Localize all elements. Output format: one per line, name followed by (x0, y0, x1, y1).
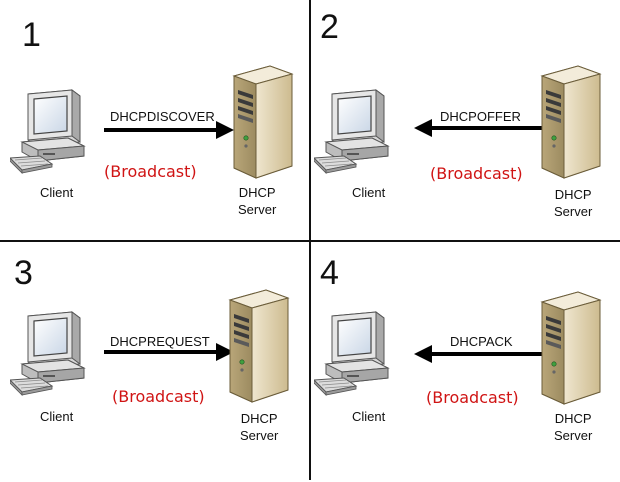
step-number: 2 (320, 8, 339, 46)
client-computer-icon (10, 308, 90, 398)
server-label-line1: DHCP (238, 185, 276, 200)
message-label: DHCPOFFER (440, 109, 521, 124)
client-computer-icon (10, 86, 90, 176)
server-label-line2: Server (554, 428, 593, 443)
broadcast-label: (Broadcast) (426, 388, 519, 407)
step-number: 4 (320, 254, 339, 292)
client-label: Client (40, 409, 74, 424)
client-computer-icon (314, 308, 394, 398)
server-label-line2: Server (240, 428, 279, 443)
client-label: Client (352, 409, 386, 424)
arrow-left-icon (414, 345, 544, 363)
server-label: DHCP Server (240, 410, 278, 444)
client-label: Client (352, 185, 386, 200)
server-label: DHCP Server (238, 184, 276, 218)
server-label-line1: DHCP (240, 411, 278, 426)
server-icon (226, 62, 296, 182)
message-label: DHCPDISCOVER (110, 109, 215, 124)
server-label: DHCP Server (554, 410, 592, 444)
server-icon (534, 62, 604, 182)
server-label-line2: Server (554, 204, 593, 219)
message-label: DHCPACK (450, 334, 513, 349)
arrow-right-icon (104, 121, 234, 139)
step-1-panel: 1 Client DHCPDISCOVER (Broadcast) DHCP S… (0, 0, 310, 240)
client-label: Client (40, 185, 74, 200)
client-computer-icon (314, 86, 394, 176)
step-number: 3 (14, 254, 33, 292)
step-2-panel: 2 Client DHCPOFFER (Broadcast) DHCP Serv… (310, 0, 620, 240)
server-icon (222, 286, 292, 406)
server-label: DHCP Server (554, 186, 592, 220)
step-3-panel: 3 Client DHCPREQUEST (Broadcast) DHCP Se… (0, 242, 310, 482)
broadcast-label: (Broadcast) (104, 162, 197, 181)
horizontal-divider (0, 240, 620, 242)
server-label-line2: Server (238, 202, 277, 217)
broadcast-label: (Broadcast) (430, 164, 523, 183)
message-label: DHCPREQUEST (110, 334, 210, 349)
arrow-left-icon (414, 119, 544, 137)
server-label-line1: DHCP (554, 411, 592, 426)
arrow-right-icon (104, 343, 234, 361)
step-number: 1 (22, 16, 41, 54)
server-icon (534, 288, 604, 408)
step-4-panel: 4 Client DHCPACK (Broadcast) DHCP Server (310, 242, 620, 482)
broadcast-label: (Broadcast) (112, 387, 205, 406)
server-label-line1: DHCP (554, 187, 592, 202)
